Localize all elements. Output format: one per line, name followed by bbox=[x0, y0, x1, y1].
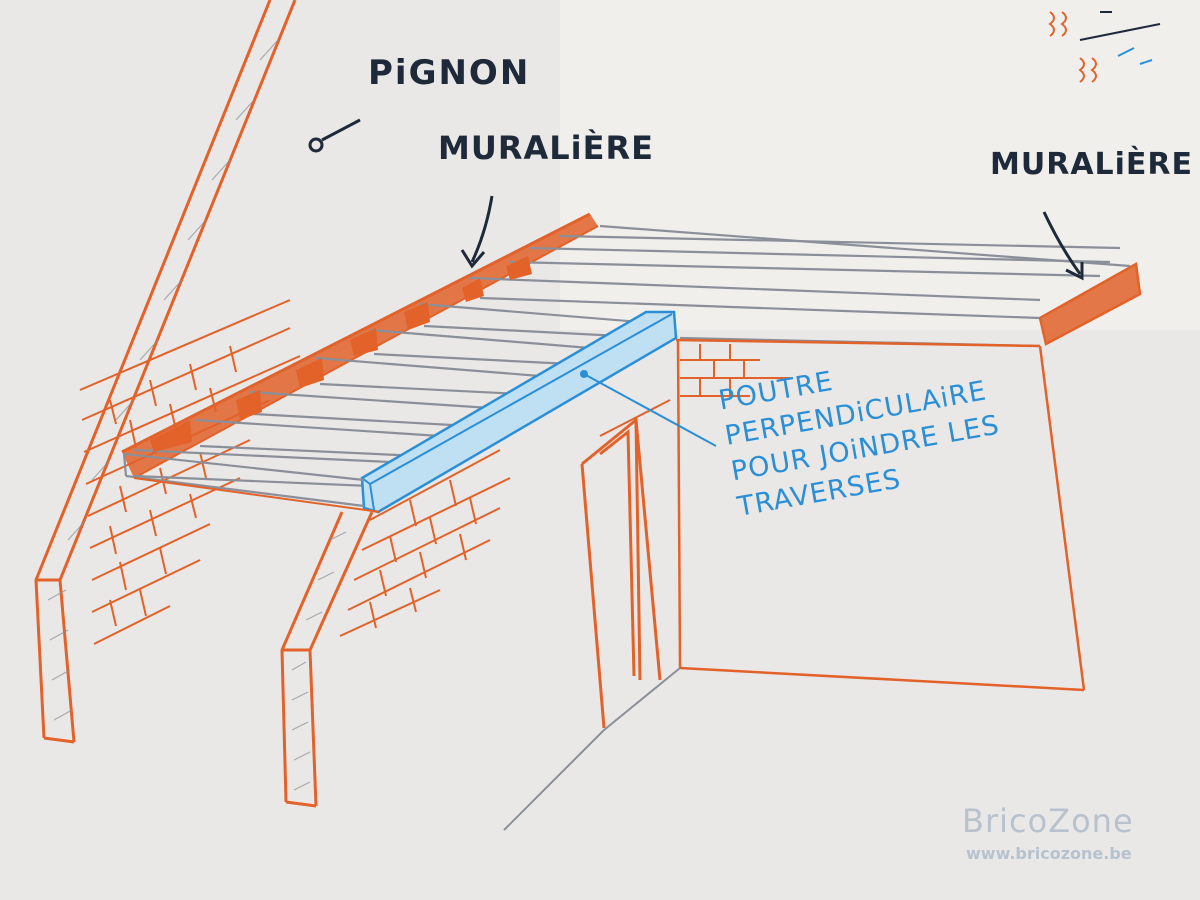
front-post-hatching bbox=[291, 531, 347, 791]
arrow-muraliere-left-icon bbox=[460, 195, 494, 269]
joists bbox=[133, 224, 1131, 488]
back-wall bbox=[675, 338, 1086, 692]
arrow-muraliere-right-icon bbox=[1042, 211, 1084, 281]
floor-lines bbox=[503, 667, 681, 831]
joist-notches bbox=[150, 256, 532, 452]
front-joist-board-outline bbox=[133, 477, 381, 513]
back-wall-bricks bbox=[680, 344, 790, 397]
label-muraliere-right: MURALiÈRE bbox=[990, 147, 1194, 182]
corner-scribble bbox=[1048, 11, 1161, 83]
front-joist-board bbox=[122, 452, 365, 508]
watermark-brand: BricoZone bbox=[962, 802, 1134, 840]
arrow-pignon-icon bbox=[308, 118, 361, 153]
label-muraliere-left: MURALiÈRE bbox=[438, 129, 654, 167]
gable-rafter bbox=[34, 0, 297, 744]
front-brick-wall bbox=[339, 399, 671, 637]
leader-line-poutre-icon bbox=[580, 370, 717, 447]
front-corner-post bbox=[280, 511, 374, 808]
label-pignon: PiGNON bbox=[368, 53, 531, 93]
right-wall-plate bbox=[1038, 262, 1142, 346]
perpendicular-beam bbox=[360, 310, 678, 514]
watermark-url: www.bricozone.be bbox=[966, 844, 1132, 863]
gable-rafter-hatching bbox=[47, 39, 279, 721]
door-frame bbox=[580, 416, 662, 729]
